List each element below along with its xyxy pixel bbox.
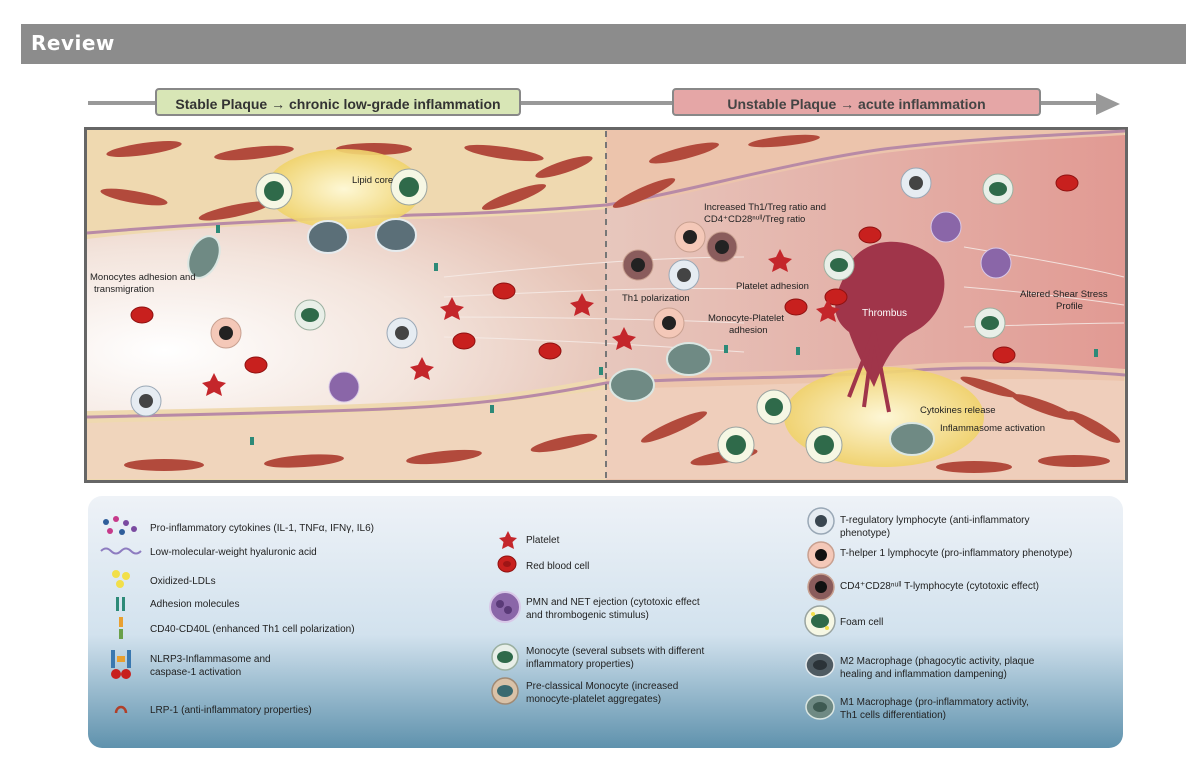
intima-top — [86, 129, 1126, 235]
platelets — [202, 249, 840, 396]
oxidized-ldl-icon — [112, 570, 130, 588]
legend-platelet: Platelet — [526, 535, 560, 546]
legend-nlrp3-1: NLRP3-Inflammasome and — [150, 654, 271, 665]
label-th1-treg-ratio: Increased Th1/Treg ratio and — [704, 202, 826, 213]
macrophages — [187, 218, 935, 456]
legend-pmn-2: and thrombogenic stimulus) — [526, 610, 649, 621]
label-cytokines-release: Cytokines release — [920, 405, 996, 416]
legend-monocyte-1: Monocyte (several subsets with different — [526, 646, 705, 657]
legend-cd40-cd40l: CD40-CD40L (enhanced Th1 cell polarizati… — [150, 624, 355, 635]
artery-illustration: Lipid core Monocytes adhesion and transm… — [84, 127, 1128, 483]
label-monocytes-adhesion: Monocytes adhesion and — [90, 272, 196, 283]
lipid-core-left — [266, 149, 422, 229]
foam-cells — [255, 168, 843, 464]
cd4-cd28null-icon — [807, 573, 835, 601]
legend-treg-1: T-regulatory lymphocyte (anti-inflammato… — [840, 515, 1030, 526]
monocytes — [294, 173, 1014, 339]
m1-macrophage-icon — [805, 694, 835, 720]
smooth-muscle-cells — [100, 134, 1121, 473]
cytokines-icon — [103, 516, 137, 535]
legend-treg-2: phenotype) — [840, 528, 891, 539]
legend-panel: Pro-inflammatory cytokines (IL-1, TNFα, … — [88, 496, 1123, 748]
progression-arrow-head-icon — [1096, 93, 1120, 115]
legend-pre-classical-monocyte-2: monocyte-platelet aggregates) — [526, 694, 662, 705]
pmn-icon — [489, 591, 521, 623]
label-th1-polarization: Th1 polarization — [622, 293, 690, 304]
m2-macrophage-icon — [805, 652, 835, 678]
header-bar: Review — [21, 24, 1186, 64]
legend-cd4-cd28null: CD4⁺CD28ⁿᵘˡˡ T-lymphocyte (cytotoxic eff… — [840, 581, 1039, 592]
nlrp3-icon — [111, 650, 131, 679]
legend-m2-macrophage-1: M2 Macrophage (phagocytic activity, plaq… — [840, 656, 1035, 667]
intima-bottom — [86, 366, 1126, 419]
red-blood-cells — [130, 174, 1079, 374]
label-monocyte-platelet-adhesion: adhesion — [729, 325, 768, 336]
legend-m2-macrophage-2: healing and inflammation dampening) — [840, 669, 1007, 680]
legend-cytokines: Pro-inflammatory cytokines (IL-1, TNFα, … — [150, 523, 374, 534]
platelet-icon — [499, 531, 517, 549]
legend-th1: T-helper 1 lymphocyte (pro-inflammatory … — [840, 548, 1073, 559]
label-platelet-adhesion: Platelet adhesion — [736, 281, 809, 292]
lrp1-icon — [114, 705, 128, 714]
legend-foam-cell: Foam cell — [840, 617, 884, 628]
foam-cell-icon — [804, 605, 836, 637]
pmn-cells — [328, 211, 1012, 403]
legend-hyaluronic-acid: Low-molecular-weight hyaluronic acid — [150, 547, 317, 558]
th1-icon — [807, 541, 835, 569]
unstable-plaque-label: Unstable Plaque → acute inflammation — [672, 88, 1041, 116]
legend-pmn-1: PMN and NET ejection (cytotoxic effect — [526, 597, 700, 608]
label-lipid-core: Lipid core — [352, 175, 394, 186]
stable-plaque-label: Stable Plaque → chronic low-grade inflam… — [155, 88, 521, 116]
label-shear-stress: Altered Shear Stress — [1020, 289, 1108, 300]
legend-m1-macrophage-2: Th1 cells differentiation) — [840, 710, 946, 721]
cd40-icon — [119, 617, 123, 639]
artery-scene-svg — [84, 127, 1128, 483]
adhesion-molecules — [216, 225, 1098, 445]
section-title: Review — [31, 31, 115, 55]
legend-pre-classical-monocyte-1: Pre-classical Monocyte (increased — [526, 681, 679, 692]
thrombus — [835, 241, 945, 387]
adhesion-molecule-icon — [116, 597, 125, 611]
legend-nlrp3-2: caspase-1 activation — [150, 667, 242, 678]
progression-arrow-line — [88, 101, 1100, 105]
treg-icon — [807, 507, 835, 535]
legend-red-blood-cell: Red blood cell — [526, 561, 590, 572]
lymphocytes — [130, 167, 932, 417]
label-monocyte-platelet: Monocyte-Platelet — [708, 313, 785, 324]
label-cd4-cd28null-ratio: CD4⁺CD28ⁿᵘˡˡ/Treg ratio — [704, 214, 806, 225]
legend-monocyte-2: inflammatory properties) — [526, 659, 634, 670]
legend-m1-macrophage-1: M1 Macrophage (pro-inflammatory activity… — [840, 697, 1029, 708]
red-blood-cell-icon — [497, 555, 517, 573]
label-transmigration: transmigration — [94, 284, 155, 295]
legend-lrp1: LRP-1 (anti-inflammatory properties) — [150, 705, 312, 716]
label-inflammasome-activation: Inflammasome activation — [940, 423, 1046, 434]
pre-classical-monocyte-icon — [491, 677, 519, 705]
legend-adhesion-molecules: Adhesion molecules — [150, 599, 240, 610]
label-shear-stress-profile: Profile — [1056, 301, 1083, 312]
label-thrombus: Thrombus — [862, 308, 908, 319]
legend-oxidized-ldls: Oxidized-LDLs — [150, 576, 216, 587]
monocyte-icon — [491, 643, 519, 671]
hyaluronic-acid-icon — [100, 547, 142, 555]
